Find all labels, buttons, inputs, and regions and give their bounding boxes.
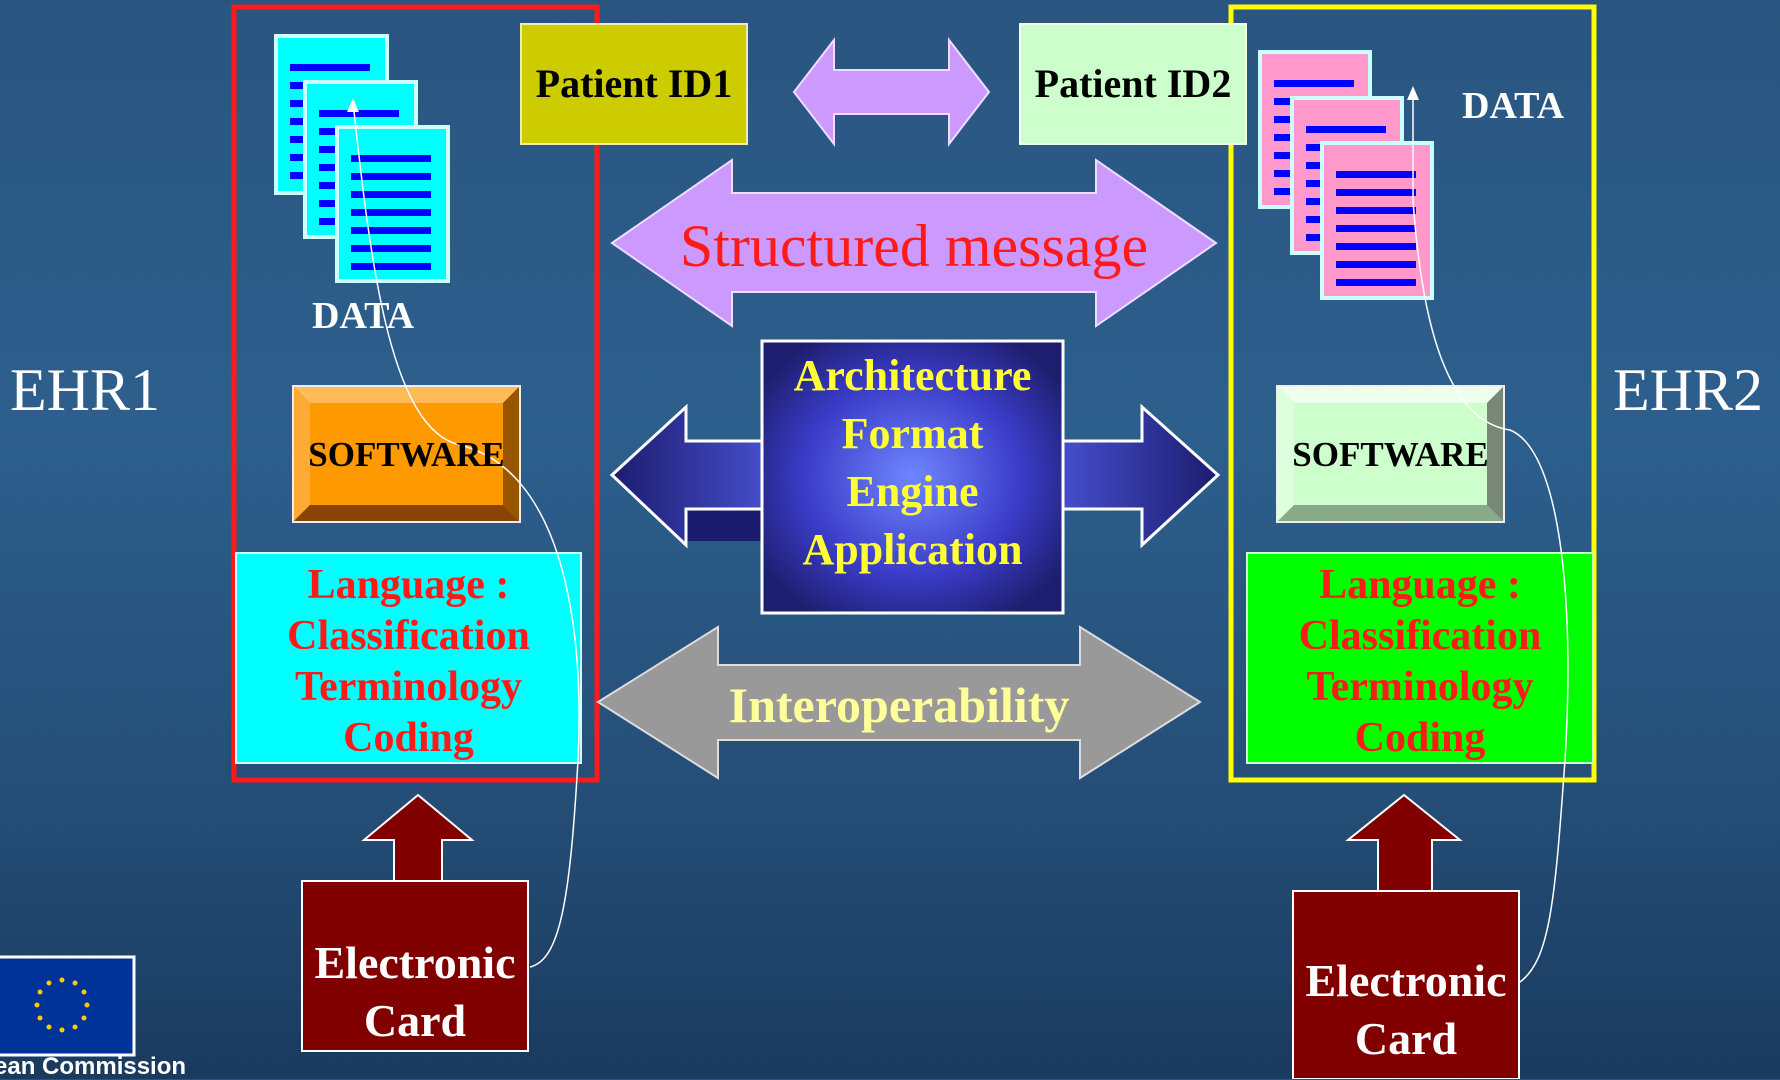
ehr1-data-label: DATA xyxy=(312,295,415,337)
ehr2-flow-curve xyxy=(1412,90,1569,983)
ehr1-language-line-2: Classification xyxy=(287,613,530,659)
ehr1-flow-curve xyxy=(352,101,580,968)
ehr2-software-box xyxy=(1276,385,1505,523)
ehr1-software-label: SOFTWARE xyxy=(308,435,505,474)
ehr1-language-box xyxy=(235,552,582,764)
ehr1-label: EHR1 xyxy=(10,357,160,423)
patient-id-double-arrow xyxy=(792,37,991,147)
eu-flag-icon xyxy=(0,955,136,1057)
ehr2-language-line-2: Classification xyxy=(1298,613,1542,659)
architecture-line-2: Format xyxy=(841,409,984,458)
ehr1-flow-arrowhead xyxy=(347,98,359,112)
ehr1-card-up-arrow xyxy=(361,793,475,883)
interoperability-label: Interoperability xyxy=(728,677,1070,733)
ehr1-language-line-4: Coding xyxy=(343,715,474,761)
ehr1-language-line-1: Language : xyxy=(307,562,510,608)
ehr2-card-line-1: Electronic xyxy=(1305,955,1507,1006)
ehr1-card-line-1: Electronic xyxy=(314,937,516,988)
ehr2-language-line-4: Coding xyxy=(1354,715,1486,761)
ehr2-label: EHR2 xyxy=(1613,357,1763,423)
patient-id2-label: Patient ID2 xyxy=(1034,61,1232,106)
eu-stars-icon xyxy=(34,977,90,1033)
ehr2-data-documents-icon xyxy=(1258,50,1434,300)
ehr2-language-line-1: Language : xyxy=(1319,562,1521,608)
architecture-line-4: Application xyxy=(802,525,1023,574)
ehr1-data-documents-icon xyxy=(274,34,450,283)
ehr1-frame xyxy=(231,4,600,783)
eu-logo-text: ean Commission xyxy=(0,1053,187,1080)
ehr2-card-line-2: Card xyxy=(1354,1013,1458,1064)
ehr2-electronic-card-box xyxy=(1292,890,1520,1079)
ehr1-language-text: Language : Classification Terminology Co… xyxy=(236,560,581,764)
ehr1-card-line-2: Card xyxy=(363,995,467,1046)
architecture-text: Architecture Format Engine Application xyxy=(762,347,1063,579)
patient-id1-label: Patient ID1 xyxy=(535,61,733,106)
ehr1-software-box xyxy=(292,385,521,523)
interoperability-double-arrow xyxy=(596,625,1202,780)
ehr1-language-line-3: Terminology xyxy=(294,664,523,710)
architecture-box xyxy=(760,339,1065,615)
ehr2-data-label: DATA xyxy=(1462,85,1565,127)
ehr2-electronic-card-text: Electronic Card xyxy=(1293,952,1519,1068)
architecture-line-3: Engine xyxy=(846,467,979,516)
ehr2-language-line-3: Terminology xyxy=(1306,664,1534,710)
ehr2-frame xyxy=(1228,4,1597,783)
structured-message-label: Structured message xyxy=(679,213,1149,279)
architecture-line-1: Architecture xyxy=(793,351,1032,400)
ehr1-electronic-card-text: Electronic Card xyxy=(302,934,528,1050)
ehr2-language-box xyxy=(1246,552,1594,764)
ehr2-flow-arrowhead xyxy=(1407,86,1419,100)
structured-message-double-arrow xyxy=(610,158,1218,328)
patient-id2-box xyxy=(1019,23,1247,145)
ehr2-software-label: SOFTWARE xyxy=(1292,435,1489,474)
patient-id1-box xyxy=(520,23,748,145)
ehr2-language-text: Language : Classification Terminology Co… xyxy=(1247,560,1593,764)
ehr1-electronic-card-box xyxy=(301,880,529,1052)
ehr2-card-up-arrow xyxy=(1345,793,1463,893)
